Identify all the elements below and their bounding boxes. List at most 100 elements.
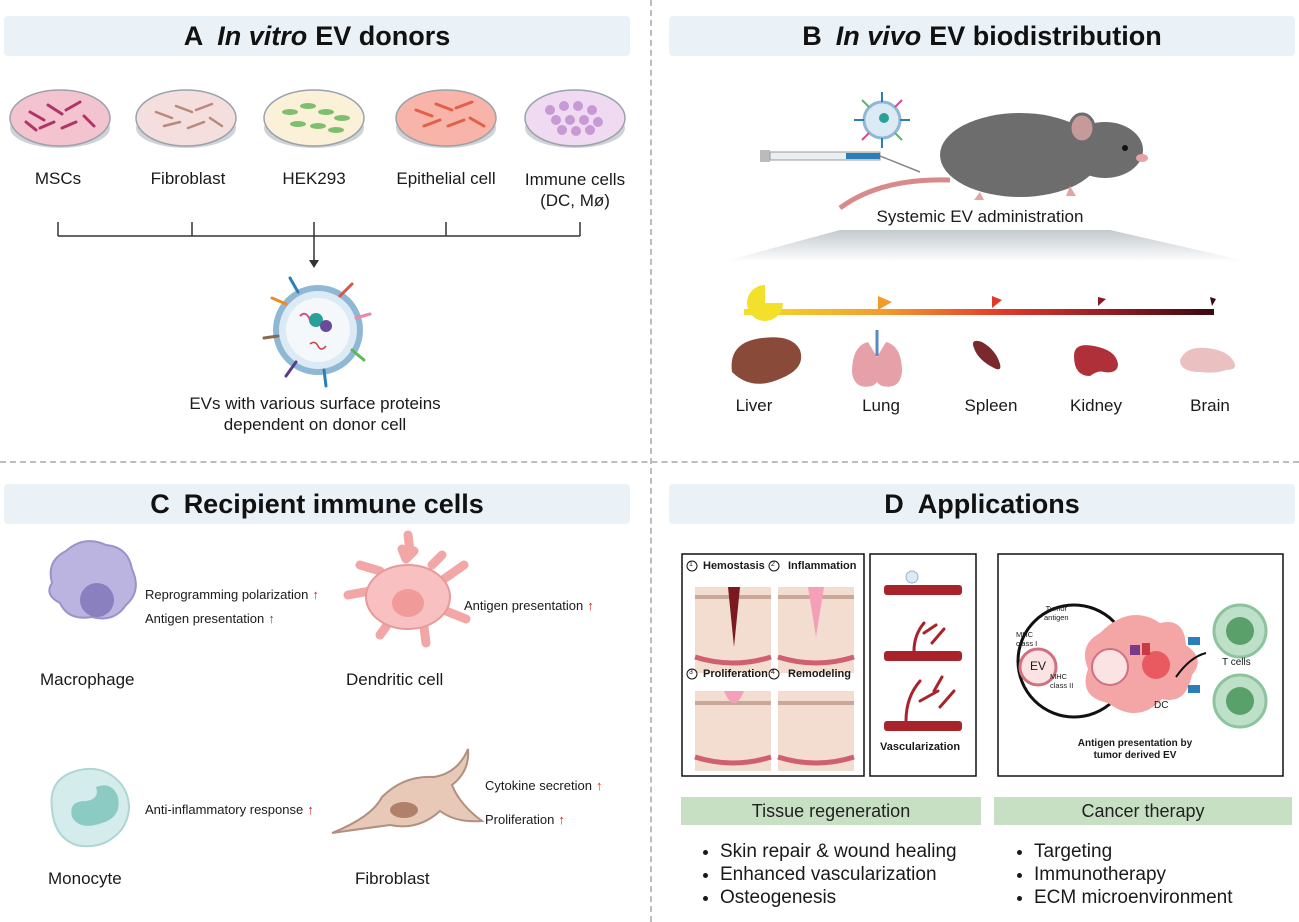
mouse-illustration [722, 92, 1250, 387]
distribution-gradient-bar [744, 309, 1214, 315]
brain-icon [1180, 347, 1235, 373]
horizontal-divider [0, 461, 1299, 463]
tissue-regeneration-header: Tissue regeneration [681, 797, 981, 825]
monocyte-label: Monocyte [48, 869, 122, 888]
spleen-icon [973, 340, 1001, 370]
marker-brain [1210, 297, 1216, 306]
syringe-icon [760, 150, 921, 173]
cancer-therapy-header: Cancer therapy [994, 797, 1292, 825]
panel-b-letter: B [802, 20, 822, 51]
donor-label-epithelial: Epithelial cell [396, 169, 496, 188]
panel-b-title-italic: In vivo [835, 20, 922, 51]
ev-label: EV [1030, 659, 1047, 673]
donor-bracket [57, 222, 581, 262]
panel-b-title: EV biodistribution [929, 20, 1162, 51]
list-item: Immunotherapy [1034, 863, 1233, 886]
wound-stage-num-4: 4 [771, 669, 775, 676]
up-arrow-icon: ↑ [558, 812, 565, 827]
cancer-therapy-list: Targeting Immunotherapy ECM microenviron… [1012, 840, 1233, 909]
list-item: Enhanced vascularization [720, 863, 957, 886]
donor-label-mscs: MSCs [34, 169, 82, 188]
panel-a-letter: A [183, 20, 204, 51]
up-arrow-icon: ↑ [595, 778, 603, 793]
monocyte-effect-1-text: Anti-inflammatory response [145, 802, 304, 817]
dendritic-cell-icon [343, 530, 471, 648]
macrophage-effect-2-text: Antigen presentation [145, 611, 265, 626]
dc-cell-icon [1084, 615, 1198, 714]
macrophage-label: Macrophage [40, 670, 135, 689]
organ-label-lung: Lung [862, 396, 900, 415]
petri-dish-mscs [9, 89, 111, 148]
ev-caption-line1: EVs with various surface proteins [189, 394, 441, 413]
donor-label-fibroblast: Fibroblast [150, 169, 226, 188]
admin-label: Systemic EV administration [876, 207, 1084, 226]
down-arrow-icon [309, 260, 319, 268]
panel-a-title-italic: In vitro [217, 20, 308, 51]
wound-stage-label-2: Inflammation [788, 560, 857, 572]
panel-d-title: Applications [917, 488, 1080, 519]
dendritic-effect-1: Antigen presentation↑ [464, 598, 594, 613]
up-arrow-icon: ↑ [307, 802, 314, 817]
organ-label-kidney: Kidney [1070, 396, 1122, 415]
mhc2-label: MHC class II [1050, 672, 1074, 690]
wound-stage-num-3: 3 [689, 669, 693, 676]
organ-label-liver: Liver [735, 396, 773, 415]
donor-label-immune: Immune cells (DC, Mø) [524, 170, 626, 210]
donor-label-hek293: HEK293 [282, 169, 346, 188]
panel-d-letter: D [884, 488, 904, 519]
wound-stage-label-3: Proliferation [703, 668, 768, 680]
wound-stage-3 [694, 691, 772, 771]
macrophage-icon [48, 540, 137, 620]
wound-stage-num-1: 1 [689, 561, 693, 568]
panel-c-title: Recipient immune cells [183, 488, 484, 519]
wound-stage-1 [694, 587, 772, 673]
monocyte-icon [50, 767, 130, 848]
list-item: Osteogenesis [720, 886, 957, 909]
small-ev-icon [854, 92, 910, 148]
monocyte-effect-1: Anti-inflammatory response↑ [145, 802, 314, 817]
up-arrow-icon: ↑ [312, 587, 319, 602]
tcells-label: T cells [1222, 657, 1251, 668]
panel-c-header: C Recipient immune cells [4, 484, 630, 524]
macrophage-effect-1: Reprogramming polarization↑ [145, 587, 319, 602]
vascularization-label: Vascularization [880, 741, 961, 753]
petri-dish-immune [524, 89, 626, 148]
panel-b-header: B In vivo EV biodistribution [669, 16, 1295, 56]
macrophage-effect-2: Antigen presentation↑ [145, 611, 275, 626]
fibroblast-effect-2-text: Proliferation [485, 812, 555, 827]
marker-spleen [992, 296, 1002, 308]
up-arrow-icon: ↑ [268, 611, 275, 626]
organ-label-brain: Brain [1190, 396, 1230, 415]
petri-dish-hek293 [263, 89, 365, 148]
marker-liver [747, 285, 783, 321]
fibroblast-cell-icon [331, 748, 485, 834]
list-item: Targeting [1034, 840, 1233, 863]
fibroblast-label: Fibroblast [355, 869, 430, 888]
ev-vesicle-icon [262, 276, 372, 388]
fibroblast-effect-2: Proliferation↑ [485, 812, 565, 827]
kidney-icon [1074, 345, 1118, 376]
wound-stage-num-2: 2 [771, 561, 775, 568]
dendritic-effect-1-text: Antigen presentation [464, 598, 584, 613]
dendritic-label: Dendritic cell [346, 670, 444, 689]
vessel-icons [884, 585, 962, 731]
fibroblast-effect-1: Cytokine secretion↑ [485, 778, 602, 793]
applications-illustration [681, 553, 1284, 777]
list-item: ECM microenvironment [1034, 886, 1233, 909]
panel-c-letter: C [150, 488, 170, 519]
wound-stage-label-1: Hemostasis [703, 560, 765, 572]
panel-a-title: EV donors [315, 20, 451, 51]
panel-d-header: D Applications [669, 484, 1295, 524]
dc-label: DC [1154, 700, 1169, 711]
petri-dish-epithelial [395, 89, 497, 148]
marker-kidney [1098, 297, 1106, 306]
fibroblast-effect-1-text: Cytokine secretion [485, 778, 592, 793]
immune-cells-illustration [48, 530, 485, 848]
wound-stage-2 [777, 587, 855, 673]
petri-dishes [9, 89, 626, 388]
tissue-regeneration-list: Skin repair & wound healing Enhanced vas… [698, 840, 957, 909]
organ-label-spleen: Spleen [964, 396, 1018, 415]
marker-lung [878, 296, 892, 310]
mhc1-label: MHC class I [1016, 630, 1038, 648]
wound-stage-label-4: Remodeling [788, 668, 851, 680]
